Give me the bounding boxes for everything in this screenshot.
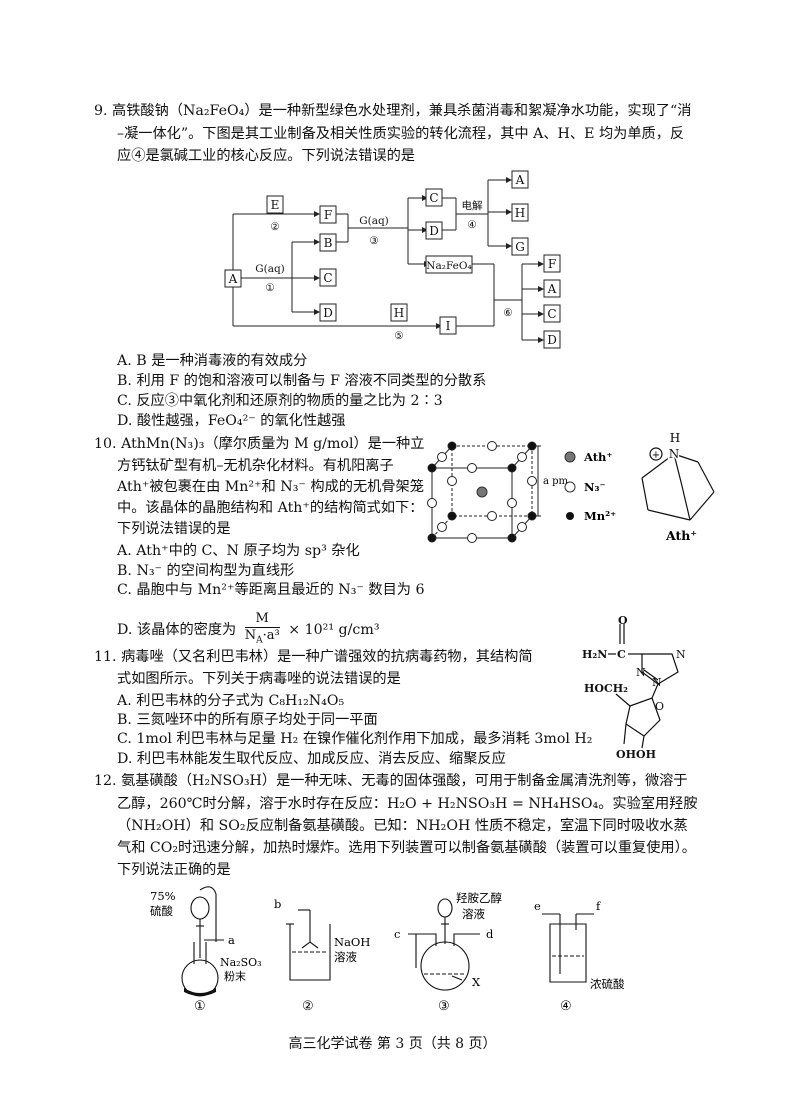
ribavirin-ring-o: O	[655, 700, 664, 713]
q9-stem-line2: –凝一体化”。下图是其工业制备及相关性质实验的转化流程，其中 A、H、E 均为单…	[117, 126, 685, 142]
q12-stem-line2: 乙醇，260℃时分解，溶于水时存在反应：H₂O + H₂NSO₃H = NH₄H…	[117, 796, 698, 812]
node-F-2: F	[548, 257, 556, 271]
q12-stem-line4: 气和 CO₂时迅速分解，加热时爆炸。选用下列装置可以制备氨基磺酸（装置可以重复使…	[117, 840, 696, 856]
ath-label: Ath⁺	[665, 528, 697, 543]
label-step2: ②	[270, 221, 280, 233]
q11-ribavirin-structure: O H₂N C N N N HOCH₂ O OH OH	[582, 614, 686, 761]
label-step6: ⑥	[503, 307, 513, 319]
q10-stem-line4: 中。该晶体的晶胞结构和 Ath⁺的结构简式如下：	[117, 500, 424, 516]
ribavirin-n2: N	[636, 666, 646, 679]
a4-number: ④	[560, 999, 572, 1014]
a2-port-b: b	[274, 897, 281, 911]
node-C: C	[323, 271, 332, 285]
q9-option-c: C. 反应③中氧化剂和还原剂的物质的量之比为 2∶3	[117, 393, 443, 409]
q10-option-c: C. 晶胞中与 Mn²⁺等距离且最近的 N₃⁻ 数目为 6	[117, 582, 425, 598]
a3-reagent-label: 溶液	[462, 907, 485, 921]
q10-option-d: D. 该晶体的密度为 M NA·a³ × 10²¹ g/cm³	[117, 611, 380, 649]
q9-stem-line3: 应④是氯碱工业的核心反应。下列说法错误的是	[117, 148, 415, 164]
node-B: B	[324, 236, 333, 250]
label-step5: ⑤	[394, 330, 404, 342]
node-D-2: D	[429, 224, 439, 238]
a3-number: ③	[438, 999, 450, 1014]
a3-port-c: c	[394, 927, 400, 941]
legend-n3: N₃⁻	[584, 480, 606, 494]
ath-h: H	[670, 431, 680, 445]
ribavirin-n1: N	[676, 648, 686, 661]
label-step4: ④	[467, 219, 477, 231]
node-na2feo4: Na₂FeO₄	[426, 260, 471, 272]
a3-port-d: d	[486, 927, 494, 941]
node-A-3: A	[547, 282, 557, 296]
q12-stem-line1: 12. 氨基磺酸（H₂NSO₃H）是一种无味、无毒的固体强酸，可用于制备金属清洗…	[94, 773, 688, 789]
q9-stem-line1: 9. 高铁酸钠（Na₂FeO₄）是一种新型绿色水处理剂，兼具杀菌消毒和絮凝净水功…	[94, 103, 692, 119]
a1-number: ①	[194, 999, 206, 1014]
q10-option-b: B. N₃⁻ 的空间构型为直线形	[117, 563, 295, 579]
a2-solution-label: 溶液	[334, 950, 357, 964]
ribavirin-c: C	[617, 648, 626, 661]
q11-option-a: A. 利巴韦林的分子式为 C₈H₁₂N₄O₅	[117, 693, 345, 709]
node-A: A	[228, 272, 238, 286]
node-F: F	[324, 208, 332, 222]
a1-solid-formula: Na₂SO₃	[220, 956, 262, 969]
q10-stem-line2: 方钙钛矿型有机–无机杂化材料。有机阳离子	[117, 458, 394, 474]
a3-x: X	[472, 975, 481, 989]
a1-port-a: a	[228, 933, 235, 947]
ribavirin-oh2: OH	[636, 748, 656, 761]
a1-solid-form: 粉末	[224, 969, 246, 983]
q11-stem-line1: 11. 病毒唑（又名利巴韦林）是一种广谱强效的抗病毒药物，其结构简	[94, 649, 533, 665]
ath-plus: +	[652, 450, 660, 461]
q10-unit-cell: a pm Ath⁺ N₃⁻ Mn²⁺	[427, 441, 616, 543]
q12-stem-line5: 下列说法正确的是	[117, 862, 231, 878]
legend-ath: Ath⁺	[583, 450, 612, 464]
node-I: I	[446, 319, 451, 333]
a4-port-e: e	[534, 899, 541, 913]
a4-port-f: f	[596, 899, 601, 913]
q11-option-b: B. 三氮唑环中的所有原子均处于同一平面	[117, 712, 378, 728]
ribavirin-h2n: H₂N	[582, 648, 607, 661]
node-H-2: H	[394, 306, 404, 320]
q11-stem-line2: 式如图所示。下列关于病毒唑的说法错误的是	[117, 671, 401, 687]
a1-acid-conc: 75%	[150, 889, 176, 903]
q9-option-d: D. 酸性越强，FeO₄²⁻ 的氧化性越强	[117, 413, 346, 429]
a4-acid-label: 浓硫酸	[590, 977, 625, 991]
q10-stem-line3: Ath⁺被包裹在由 Mn²⁺和 N₃⁻ 构成的无机骨架笼	[117, 479, 424, 495]
node-H: H	[515, 206, 525, 220]
q9-option-b: B. 利用 F 的饱和溶液可以制备与 F 溶液不同类型的分散系	[117, 373, 487, 389]
q11-option-c: C. 1mol 利巴韦林与足量 H₂ 在镍作催化剂作用下加成，最多消耗 3mol…	[117, 731, 593, 747]
label-gaq-1: G(aq)	[255, 263, 285, 275]
ribavirin-n3: N	[652, 676, 662, 689]
node-D-3: D	[547, 333, 557, 347]
label-gaq-2: G(aq)	[359, 215, 389, 227]
node-G: G	[515, 240, 525, 254]
q9-flow-diagram: A F B C D E C D Na₂FeO₄ A H G H I F A C …	[224, 170, 561, 349]
label-electrolysis: 电解	[462, 199, 483, 212]
ribavirin-o: O	[618, 614, 628, 627]
q11-option-d: D. 利巴韦林能发生取代反应、加成反应、消去反应、缩聚反应	[117, 751, 506, 767]
node-D: D	[323, 306, 333, 320]
node-E: E	[271, 198, 280, 212]
label-step1: ①	[265, 282, 275, 294]
q10-ath-structure: + N H Ath⁺	[641, 431, 715, 543]
legend-mn: Mn²⁺	[584, 509, 616, 523]
q12-apparatus: 75% 硫酸 a Na₂SO₃ 粉末 ① b NaOH 溶液 ② 羟胺乙醇 溶液…	[150, 886, 625, 1014]
q10-stem-line5: 下列说法错误的是	[117, 521, 231, 537]
density-fraction: M NA·a³	[244, 611, 280, 646]
node-C-2: C	[429, 191, 438, 205]
a2-number: ②	[302, 999, 314, 1014]
page-footer: 高三化学试卷 第 3 页（共 8 页）	[288, 1036, 497, 1052]
q10-option-a: A. Ath⁺中的 C、N 原子均为 sp³ 杂化	[117, 543, 360, 559]
a1-acid-name: 硫酸	[150, 904, 173, 918]
q10-stem-line1: 10. AthMn(N₃)₃（摩尔质量为 M g/mol）是一种立	[94, 436, 425, 452]
ribavirin-oh1: OH	[616, 748, 636, 761]
q9-option-a: A. B 是一种消毒液的有效成分	[117, 353, 308, 369]
a2-solution-name: NaOH	[334, 935, 370, 949]
ribavirin-hoch2: HOCH₂	[584, 682, 628, 695]
node-C-3: C	[547, 307, 556, 321]
q12-stem-line3: （NH₂OH）和 SO₂反应制备氨基磺酸。已知：NH₂OH 性质不稳定，室温下同…	[117, 818, 688, 834]
label-step3: ③	[369, 235, 379, 247]
a3-reagent-name: 羟胺乙醇	[456, 891, 502, 905]
ath-n: N	[669, 447, 680, 461]
node-A-2: A	[515, 173, 525, 187]
cell-edge-label: a pm	[543, 476, 569, 487]
